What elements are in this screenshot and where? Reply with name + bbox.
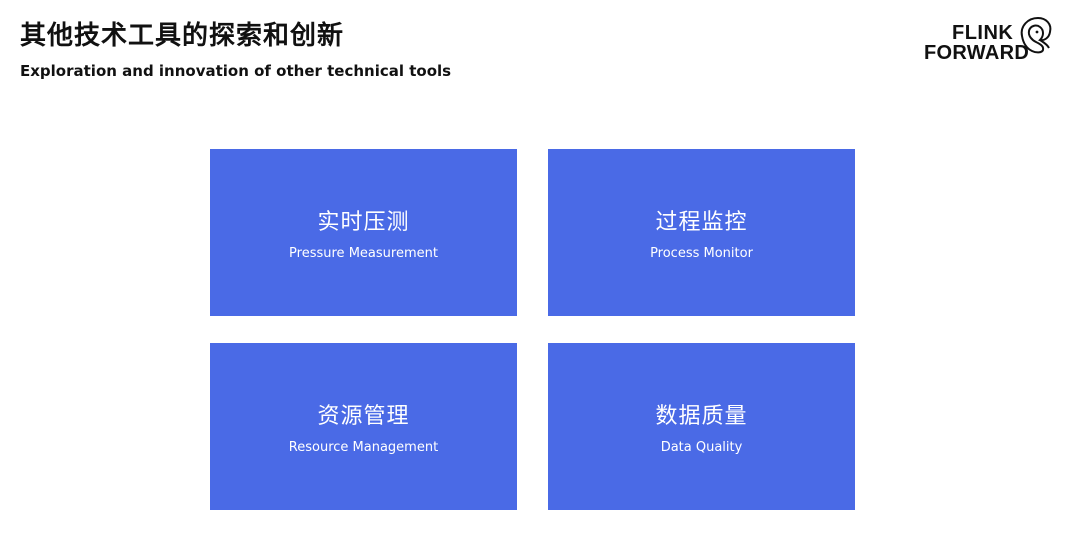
card-title-en: Resource Management xyxy=(288,440,439,455)
card-title-cn: 过程监控 xyxy=(655,210,748,235)
card-title-cn: 资源管理 xyxy=(317,404,410,429)
card-title-cn: 数据质量 xyxy=(655,404,748,429)
card-title-en: Process Monitor xyxy=(650,246,753,261)
page-subtitle: Exploration and innovation of other tech… xyxy=(20,62,452,80)
card-title-en: Pressure Measurement xyxy=(289,246,438,261)
squirrel-icon xyxy=(1020,16,1052,54)
card-pressure-measurement: 实时压测 Pressure Measurement xyxy=(210,149,517,316)
page-title: 其他技术工具的探索和创新 xyxy=(20,21,345,51)
card-title-cn: 实时压测 xyxy=(317,210,410,235)
card-data-quality: 数据质量 Data Quality xyxy=(548,343,855,510)
flink-forward-logo: FLINK FORWARD xyxy=(924,14,1054,70)
logo-text-flink: FLINK xyxy=(952,22,1014,44)
card-process-monitor: 过程监控 Process Monitor xyxy=(548,149,855,316)
logo-text-forward: FORWARD xyxy=(924,42,1030,64)
card-resource-management: 资源管理 Resource Management xyxy=(210,343,517,510)
card-title-en: Data Quality xyxy=(660,440,743,455)
